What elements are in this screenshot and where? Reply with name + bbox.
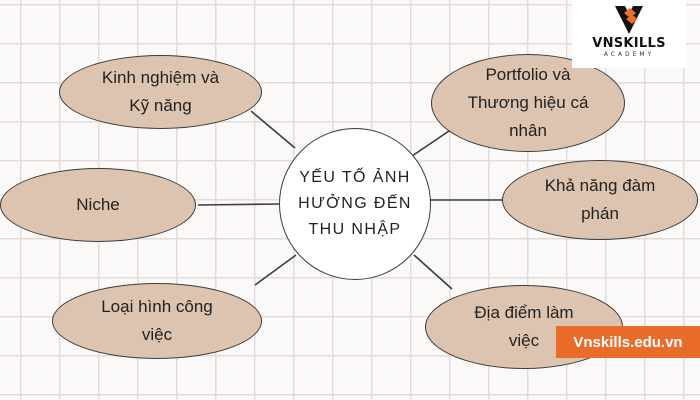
node-bottom-right-line-1: Địa điểm làm (474, 303, 574, 322)
node-bottom-right-line-2: việc (508, 331, 540, 350)
website-banner: Vnskills.edu.vn (556, 326, 700, 358)
logo-name: VNSKILLS (592, 36, 666, 51)
node-top-left: Kinh nghiệm và Kỹ năng (59, 55, 262, 129)
node-top-right-line-3: nhân (509, 121, 547, 140)
connector-bottom-right (413, 254, 453, 290)
vnskills-logo: VNSKILLS ACADEMY (572, 0, 686, 68)
node-bottom-left-line-1: Loại hình công (101, 297, 213, 316)
node-middle-right-line-1: Khả năng đàm (544, 176, 656, 195)
connector-bottom-left (254, 254, 297, 286)
node-top-right: Portfolio và Thương hiệu cá nhân (431, 54, 625, 152)
node-top-left-line-1: Kinh nghiệm và (101, 68, 220, 87)
connector-top-right (411, 128, 453, 157)
node-top-right-line-1: Portfolio và (485, 65, 571, 84)
center-topic: YẾU TỐ ẢNH HƯỞNG ĐẾN THU NHẬP (279, 128, 431, 280)
node-middle-left-line-1: Niche (76, 195, 120, 214)
node-bottom-left: Loại hình công việc (52, 283, 262, 359)
node-bottom-left-line-2: việc (141, 325, 173, 344)
node-middle-left: Niche (0, 168, 196, 242)
logo-subtitle: ACADEMY (603, 51, 655, 58)
vnskills-logo-icon (615, 6, 643, 34)
node-top-right-line-2: Thương hiệu cá (467, 93, 589, 112)
connector-top-left (250, 110, 296, 149)
node-top-left-line-2: Kỹ năng (129, 96, 192, 115)
node-middle-right-line-2: phán (581, 204, 619, 223)
node-middle-right: Khả năng đàm phán (502, 160, 698, 240)
center-topic-line-3: THU NHẬP (308, 221, 402, 238)
center-topic-line-2: HƯỞNG ĐẾN (298, 195, 412, 212)
center-topic-line-1: YẾU TỐ ẢNH (299, 169, 411, 186)
connector-middle-left (197, 203, 280, 206)
